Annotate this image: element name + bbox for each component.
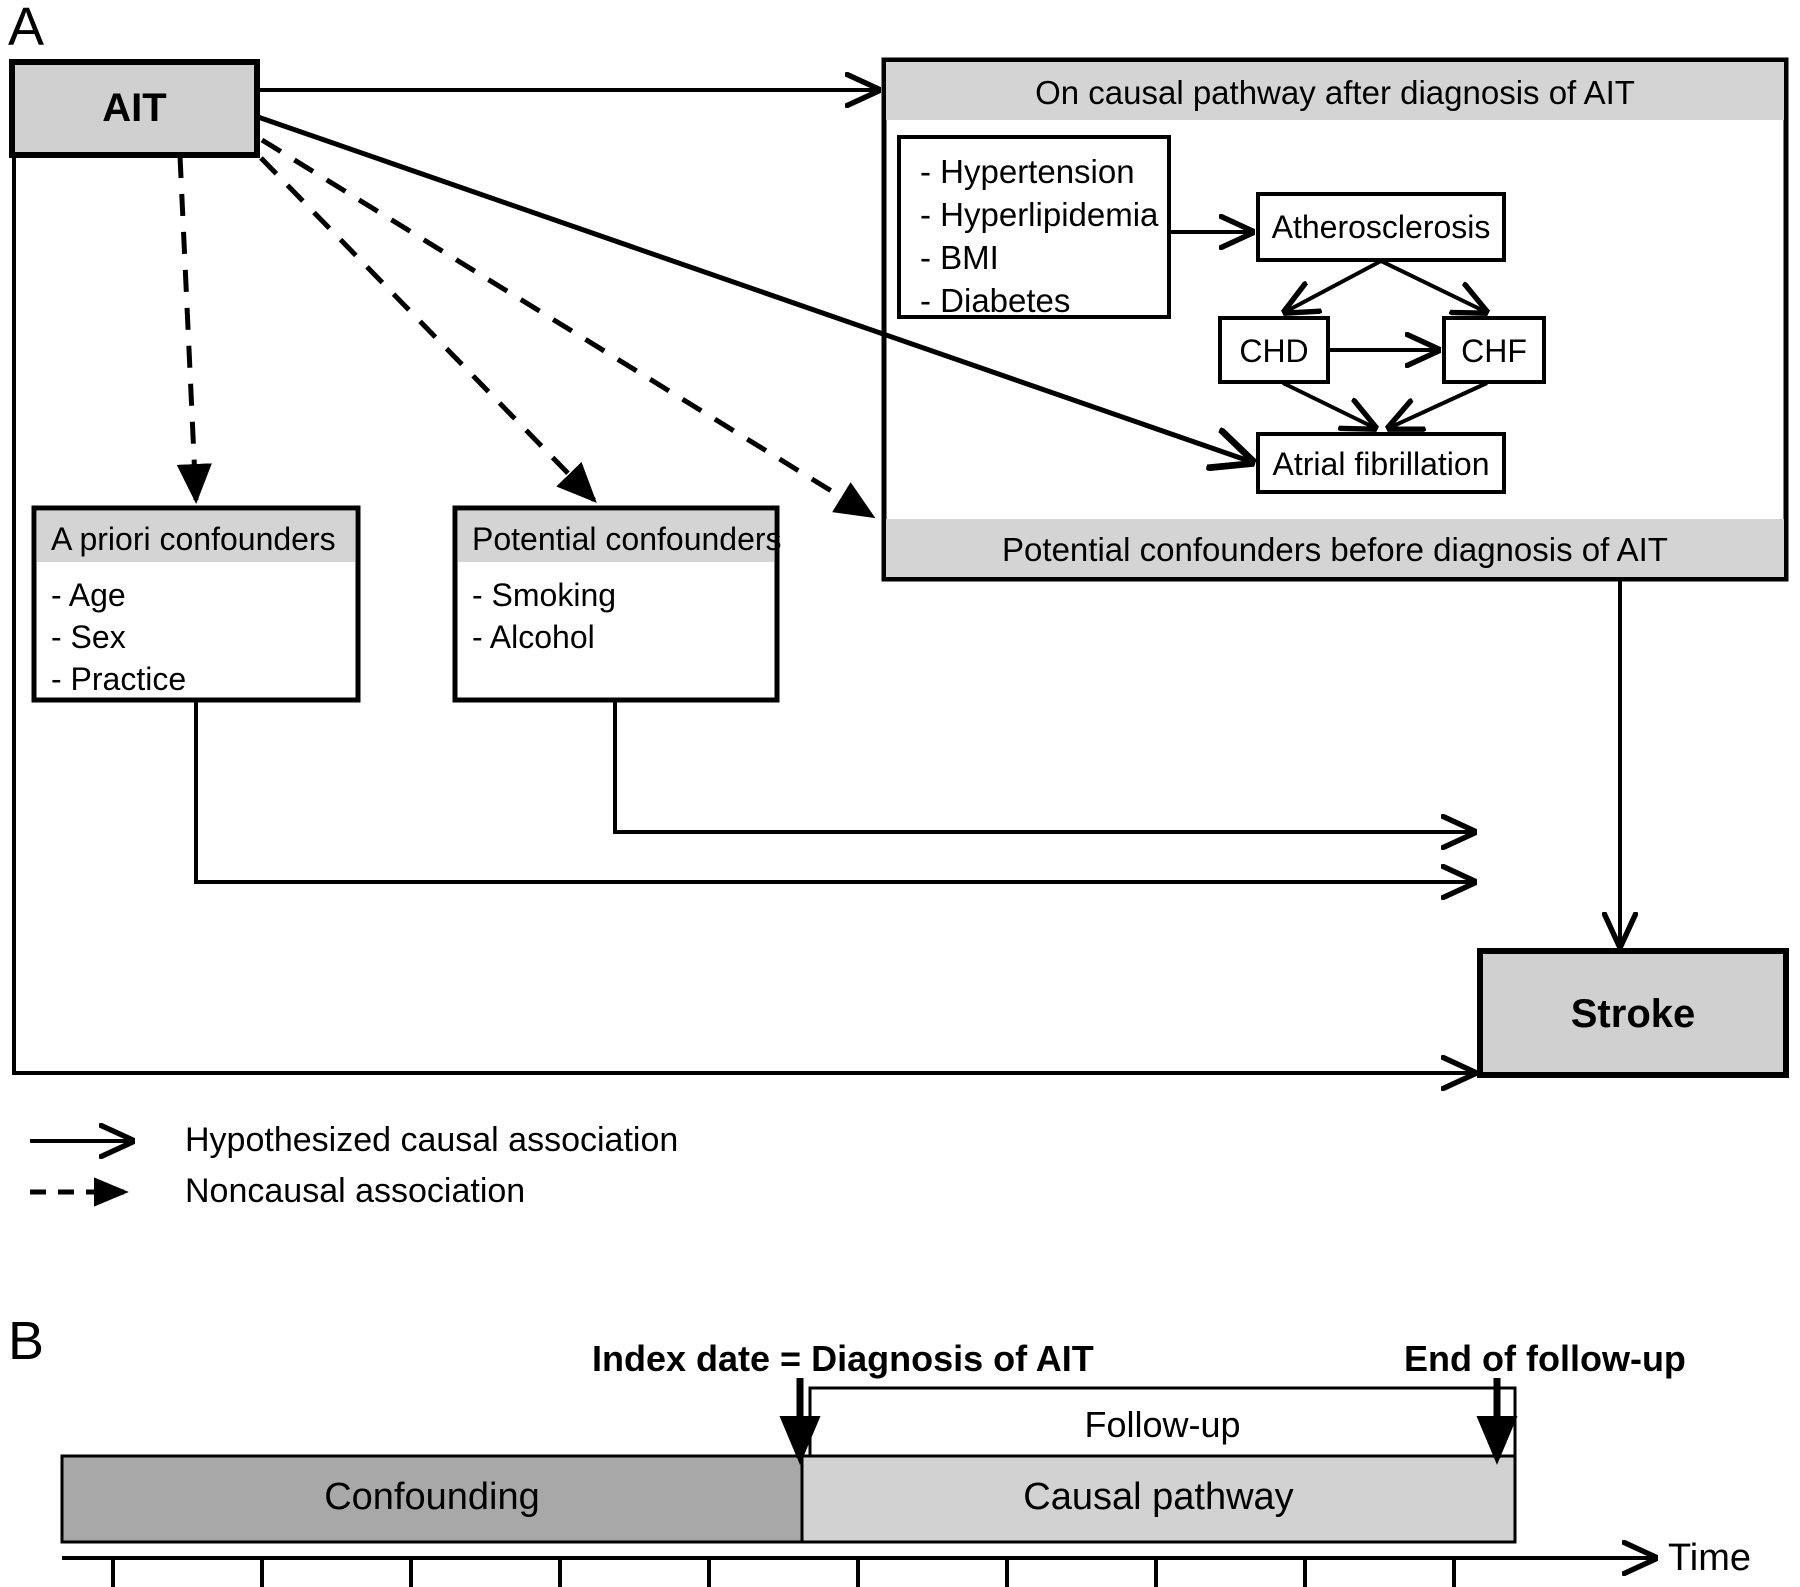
node-atherosclerosis-label: Atherosclerosis bbox=[1271, 209, 1491, 245]
edge-ait-to-potential-confounders bbox=[259, 156, 597, 503]
time-axis-label: Time bbox=[1668, 1537, 1752, 1579]
a-priori-confounders-item: - Sex bbox=[51, 619, 126, 655]
legend-dashed-label: Noncausal association bbox=[185, 1172, 526, 1210]
potential-confounders-item: - Smoking bbox=[472, 577, 617, 613]
end-of-followup-label: End of follow-up bbox=[1404, 1338, 1686, 1379]
panel-letter-a: A bbox=[8, 0, 45, 57]
edge-ait-to-atrial-fibrillation bbox=[257, 114, 1252, 462]
node-atherosclerosis-box bbox=[1256, 192, 1506, 262]
exposure-label-ait: AIT bbox=[102, 86, 167, 130]
followup-label: Follow-up bbox=[1084, 1404, 1241, 1445]
edge-atherosclerosis-to-chf bbox=[1380, 259, 1486, 312]
legend-solid-label: Hypothesized causal association bbox=[185, 1121, 679, 1159]
outcome-box-stroke bbox=[1477, 948, 1789, 1078]
edge-chf-to-af bbox=[1389, 381, 1488, 428]
risk-factor-list: - Hypertension - Hyperlipidemia - BMI - … bbox=[920, 150, 1158, 322]
edge-potential-confounders-to-stroke bbox=[613, 700, 1474, 832]
causal-pathway-label: Causal pathway bbox=[1023, 1476, 1294, 1518]
edge-a-priori-confounders-to-stroke bbox=[194, 700, 1474, 882]
potential-confounders-header-band bbox=[458, 511, 774, 562]
causal-pathway-band bbox=[800, 1454, 1517, 1544]
pre-diagnosis-confounder-band bbox=[886, 519, 1784, 577]
risk-factor-item: - Diabetes bbox=[920, 282, 1071, 319]
pre-diagnosis-confounder-label: Potential confounders before diagnosis o… bbox=[1002, 531, 1668, 568]
a-priori-confounders-header-band bbox=[37, 511, 355, 562]
a-priori-confounders-list: - Age - Sex - Practice bbox=[51, 574, 186, 700]
a-priori-confounders-item: - Age bbox=[51, 577, 126, 613]
node-chf-label: CHF bbox=[1461, 333, 1527, 369]
risk-factor-item: - Hyperlipidemia bbox=[920, 196, 1159, 233]
edge-ait-to-a-priori-confounders bbox=[176, 155, 212, 504]
node-atrial-fibrillation-label: Atrial fibrillation bbox=[1272, 446, 1490, 482]
outcome-label-stroke: Stroke bbox=[1570, 992, 1696, 1036]
potential-confounders-header-label: Potential confounders bbox=[472, 521, 782, 557]
potential-confounders-item: - Alcohol bbox=[472, 619, 595, 655]
followup-box bbox=[808, 1386, 1517, 1458]
confounding-band bbox=[60, 1454, 804, 1544]
risk-factor-item: - Hypertension bbox=[920, 153, 1135, 190]
risk-factor-item: - BMI bbox=[920, 239, 999, 276]
index-date-label: Index date = Diagnosis of AIT bbox=[592, 1338, 1094, 1379]
edge-ait-to-stroke bbox=[12, 155, 1474, 1073]
causal-pathway-header-band bbox=[886, 62, 1784, 120]
node-chf-box bbox=[1442, 316, 1546, 384]
a-priori-confounders-header-label: A priori confounders bbox=[51, 521, 336, 557]
edge-atherosclerosis-to-chd bbox=[1285, 259, 1382, 312]
node-chd-label: CHD bbox=[1239, 333, 1309, 369]
panel-letter-b: B bbox=[8, 1311, 45, 1371]
time-axis-ticks bbox=[111, 1558, 1456, 1587]
causal-pathway-header-label: On causal pathway after diagnosis of AIT bbox=[1035, 74, 1635, 111]
risk-factor-box bbox=[897, 135, 1171, 319]
potential-confounders-list: - Smoking - Alcohol bbox=[472, 574, 616, 658]
a-priori-confounders-item: - Practice bbox=[51, 661, 187, 697]
edge-chd-to-af bbox=[1282, 381, 1375, 428]
node-chd-box bbox=[1218, 316, 1330, 384]
node-atrial-fibrillation-box bbox=[1256, 432, 1506, 494]
edge-ait-to-pre-diagnosis-confounders bbox=[260, 137, 876, 519]
confounding-label: Confounding bbox=[324, 1476, 540, 1518]
exposure-box-ait bbox=[9, 59, 260, 158]
